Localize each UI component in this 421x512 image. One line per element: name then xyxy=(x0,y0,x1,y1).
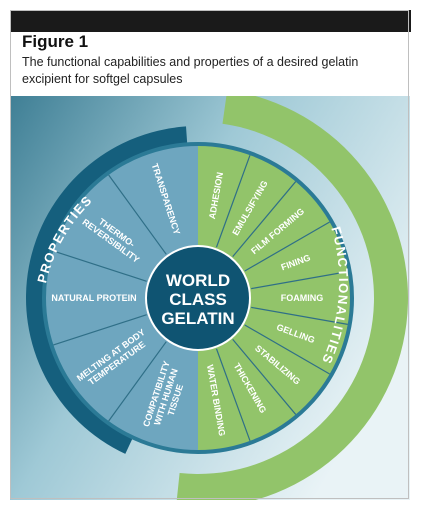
figure-caption: The functional capabilities and properti… xyxy=(22,54,407,88)
properties-divider xyxy=(108,341,167,422)
label-line: FOAMING xyxy=(281,293,324,303)
center-circle xyxy=(145,245,251,351)
functionalities-divider xyxy=(232,181,297,258)
center-title-line: CLASS xyxy=(169,290,227,309)
inner-wheel-rim xyxy=(42,142,354,454)
gelatin-wheel-diagram: TRANSPARENCYTHERMO-REVERSIBILITYNATURAL … xyxy=(10,96,410,500)
properties-divider xyxy=(53,314,147,346)
functionalities-divider xyxy=(251,306,348,325)
properties-divider xyxy=(108,174,167,255)
functionalities-divider xyxy=(244,324,330,375)
caption-line: The functional capabilities and properti… xyxy=(22,55,359,69)
functionalities-divider xyxy=(232,338,297,415)
caption-line: excipient for softgel capsules xyxy=(22,72,183,86)
functionalities-divider xyxy=(244,221,330,272)
functionalities-divider xyxy=(215,154,251,248)
label-line: NATURAL PROTEIN xyxy=(51,293,136,303)
functionalities-sector-area xyxy=(198,144,352,452)
center-title-line: WORLD xyxy=(166,271,230,290)
properties-sector-area xyxy=(44,144,198,452)
center-title-line: GELATIN xyxy=(161,309,234,328)
functionalities-outer-band xyxy=(176,96,408,500)
functionalities-divider xyxy=(251,271,348,290)
functionality-label: FOAMING xyxy=(281,293,324,303)
functionalities-divider xyxy=(215,348,251,442)
figure-title: Figure 1 xyxy=(22,32,89,51)
properties-divider xyxy=(53,250,147,282)
figure-top-bar xyxy=(10,10,411,32)
property-label: NATURAL PROTEIN xyxy=(51,293,136,303)
